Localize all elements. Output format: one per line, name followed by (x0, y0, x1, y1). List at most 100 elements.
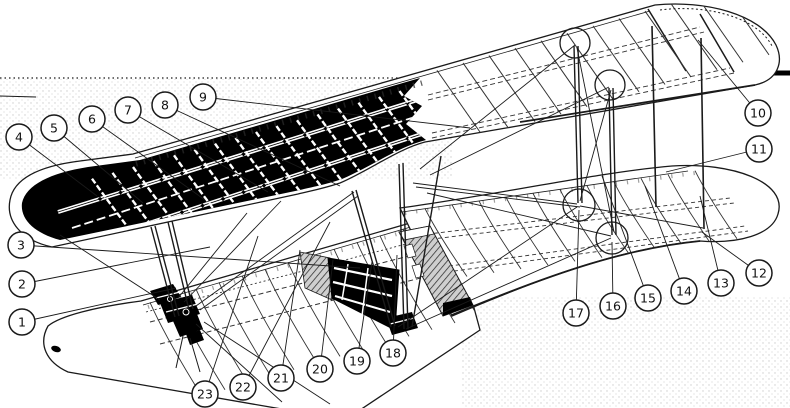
callout-6-number: 6 (88, 112, 96, 127)
callout-19-leader (356, 261, 373, 362)
rib-line (640, 178, 684, 247)
callout-12-number: 12 (751, 266, 767, 281)
rib-line (287, 262, 341, 357)
callout-15-leader (601, 175, 649, 299)
callout-5-leader (53, 127, 144, 204)
rib-line (241, 275, 295, 370)
callout-22-circle (229, 373, 257, 401)
callout-12-circle (745, 259, 773, 287)
callout-21-circle (267, 364, 295, 392)
callout-17: 17 (562, 299, 590, 327)
callout-14-circle (670, 277, 698, 305)
callout-20-number: 20 (312, 362, 328, 377)
callout-16-circle (599, 292, 627, 320)
callout-10-leader (697, 39, 759, 114)
callout-23-number: 23 (197, 387, 213, 402)
callout-18-number: 18 (385, 346, 401, 361)
callout-22-number: 22 (235, 380, 251, 395)
callout-19-number: 19 (349, 354, 365, 369)
rib-line (592, 25, 640, 93)
interplane-struts (150, 25, 705, 330)
callout-17-circle (562, 299, 590, 327)
callout-10: 10 (744, 99, 772, 127)
tip-handhole (51, 345, 61, 353)
callout-14: 14 (670, 277, 698, 305)
callout-4-number: 4 (15, 130, 23, 145)
callout-14-leader (644, 185, 685, 292)
lower-right-wing (399, 164, 780, 317)
callout-5-circle (40, 114, 68, 142)
callout-15-circle (634, 284, 662, 312)
callout-11-leader (665, 148, 760, 173)
highlight-circle-2 (594, 69, 626, 101)
callout-22-leader (242, 221, 331, 388)
callout-11-number: 11 (751, 142, 767, 157)
callout-18-circle (379, 339, 407, 367)
callout-11-circle (745, 135, 773, 163)
rib-line (488, 55, 536, 122)
callout-9-leader (202, 96, 471, 129)
callout-4-circle (5, 123, 33, 151)
rib-line (566, 33, 614, 100)
rib-line (264, 268, 318, 364)
callout-21-leader (280, 249, 301, 379)
callout-8-leader (164, 104, 341, 187)
callout-2: 2 (8, 270, 36, 298)
rib-line (436, 70, 484, 137)
callout-15-number: 15 (640, 291, 656, 306)
rib-line (559, 189, 603, 258)
left-edge-mark (0, 95, 37, 98)
callout-16: 16 (599, 292, 627, 320)
rib-line (540, 40, 588, 108)
callout-13-circle (707, 269, 735, 297)
tip-bow-stitching (659, 8, 773, 47)
callout-2-circle (8, 270, 36, 298)
rib-line (505, 196, 549, 266)
callout-3-number: 3 (17, 238, 25, 253)
callout-15: 15 (634, 284, 662, 312)
upper-trailing-edge (519, 84, 756, 123)
callout-1-number: 1 (18, 315, 26, 330)
rib-line (667, 174, 711, 243)
callout-22: 22 (229, 373, 257, 401)
rib-line (379, 235, 433, 330)
callout-1-leader (21, 287, 177, 323)
callout-12: 12 (745, 259, 773, 287)
callout-16-number: 16 (605, 299, 621, 314)
rib-line (644, 10, 692, 78)
callout-18-leader (392, 254, 398, 354)
callout-leaders-layer (18, 39, 760, 395)
callout-2-number: 2 (18, 277, 26, 292)
callout-5: 5 (40, 114, 68, 142)
callout-9-number: 9 (199, 90, 207, 105)
callout-19-circle (343, 347, 371, 375)
callout-6-leader (91, 118, 206, 201)
callout-10-circle (744, 99, 772, 127)
callout-5-number: 5 (50, 121, 58, 136)
callout-7-number: 7 (124, 103, 132, 118)
callout-20-leader (319, 259, 334, 370)
rib-line (514, 47, 562, 115)
rib-line (149, 302, 203, 397)
callout-21-number: 21 (273, 371, 289, 386)
rib-line (424, 208, 468, 277)
rib-line (722, 4, 770, 56)
rib-line (618, 18, 666, 85)
callout-4: 4 (5, 123, 33, 151)
callout-2-leader (21, 246, 211, 285)
callout-9: 9 (189, 83, 217, 111)
callout-13-number: 13 (713, 276, 729, 291)
callout-20-circle (306, 355, 334, 383)
callout-23-leader (204, 235, 259, 395)
callout-13: 13 (707, 269, 735, 297)
callout-23-circle (191, 380, 219, 408)
callout-7-leader (127, 109, 269, 193)
highlight-circle-1 (559, 27, 591, 59)
rib-line (696, 4, 744, 63)
callout-20: 20 (306, 355, 334, 383)
rib-line (586, 185, 630, 255)
callout-18: 18 (379, 339, 407, 367)
